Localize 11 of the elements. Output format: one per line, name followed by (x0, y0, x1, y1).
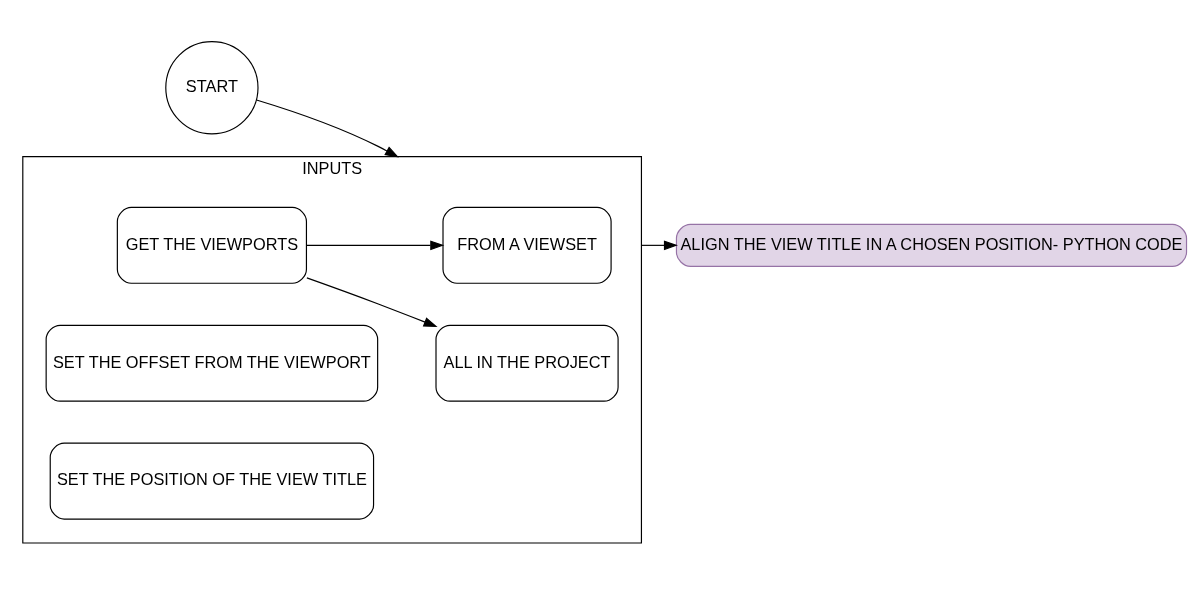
node-box: FROM A VIEWSET (442, 206, 612, 284)
node-box: SET THE POSITION OF THE VIEW TITLE (49, 442, 375, 520)
arrow (305, 240, 445, 251)
arrow (640, 240, 678, 251)
node-box: ALL IN THE PROJECT (435, 324, 619, 402)
node-box: SET THE OFFSET FROM THE VIEWPORT (45, 324, 379, 402)
node-circle: START (165, 41, 259, 135)
arrow (306, 277, 438, 328)
node-box: GET THE VIEWPORTS (116, 206, 308, 284)
node-box: ALIGN THE VIEW TITLE IN A CHOSEN POSITION- PYTHON CODE (675, 223, 1188, 267)
arrow (255, 99, 399, 158)
